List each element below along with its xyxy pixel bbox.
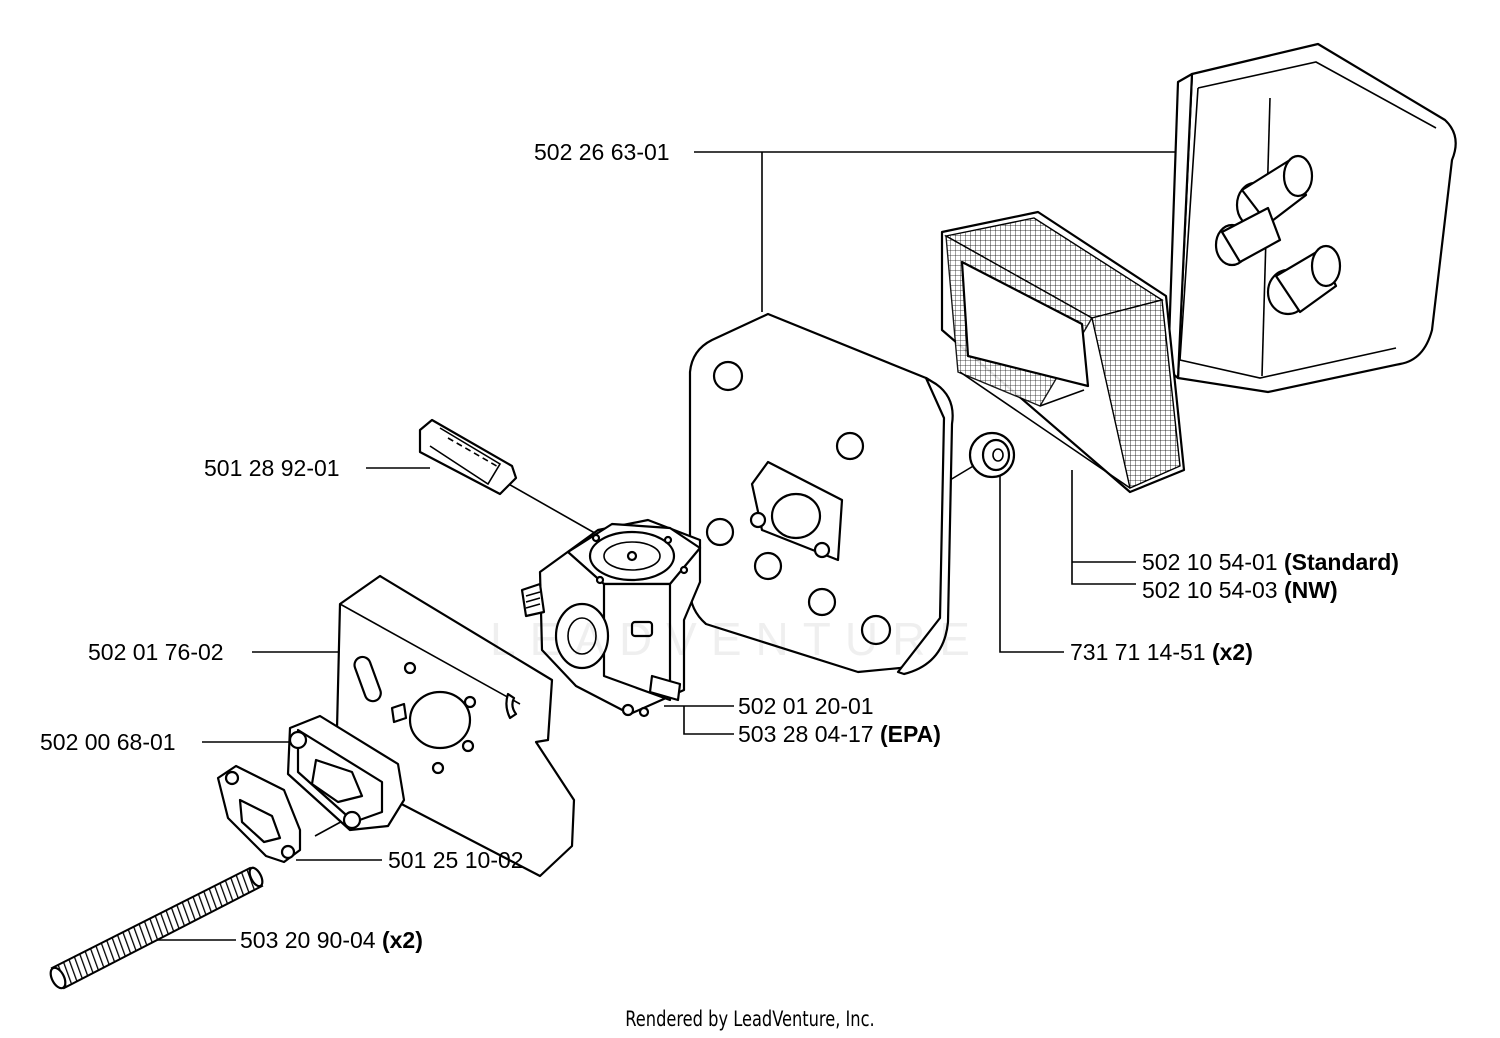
callout-air-filter-cover: 502 26 63-01	[534, 140, 670, 164]
footer-credit: Rendered by LeadVenture, Inc.	[625, 1007, 875, 1031]
part-number: 501 25 10-02	[388, 847, 524, 873]
part-qualifier: (x2)	[1211, 639, 1253, 665]
grommet-drawing	[968, 431, 1016, 479]
callout-stud-bolt: 503 20 90-04 (x2)	[240, 928, 423, 952]
intake-adapter-drawing	[286, 714, 406, 832]
part-number: 502 00 68-01	[40, 729, 176, 755]
part-number: 503 20 90-04	[240, 927, 376, 953]
part-number: 502 01 20-01	[738, 693, 874, 719]
heat-shield-drawing	[334, 574, 576, 878]
callout-gasket: 501 25 10-02	[388, 848, 524, 872]
filter-base-plate-drawing	[688, 312, 954, 676]
part-qualifier: (NW)	[1283, 577, 1338, 603]
part-qualifier: (x2)	[381, 927, 423, 953]
part-number: 503 28 04-17	[738, 721, 874, 747]
callout-heat-shield: 502 01 76-02	[88, 640, 224, 664]
callout-carburetor: 502 01 20-01	[738, 694, 874, 718]
part-qualifier: (Standard)	[1283, 549, 1399, 575]
air-filter-cover-drawing	[1166, 42, 1457, 394]
callout-intake-adapter: 502 00 68-01	[40, 730, 176, 754]
part-number: 502 26 63-01	[534, 139, 670, 165]
part-qualifier: (EPA)	[879, 721, 941, 747]
callout-air-filter-standard: 502 10 54-01 (Standard)	[1142, 550, 1399, 574]
choke-shutter-drawing	[418, 418, 518, 496]
gasket-drawing	[216, 764, 302, 864]
callout-grommet: 731 71 14-51 (x2)	[1070, 640, 1253, 664]
watermark: LEADVENTURE	[490, 613, 984, 665]
stud-bolt-drawing	[49, 866, 264, 990]
callout-carburetor-epa: 503 28 04-17 (EPA)	[738, 722, 941, 746]
callout-air-filter-nw: 502 10 54-03 (NW)	[1142, 578, 1338, 602]
part-number: 502 10 54-03	[1142, 577, 1278, 603]
air-filter-drawing	[940, 210, 1186, 494]
carburetor-drawing	[520, 518, 702, 718]
callout-choke-shutter: 501 28 92-01	[204, 456, 340, 480]
part-number: 731 71 14-51	[1070, 639, 1206, 665]
part-number: 502 10 54-01	[1142, 549, 1278, 575]
part-number: 502 01 76-02	[88, 639, 224, 665]
part-number: 501 28 92-01	[204, 455, 340, 481]
